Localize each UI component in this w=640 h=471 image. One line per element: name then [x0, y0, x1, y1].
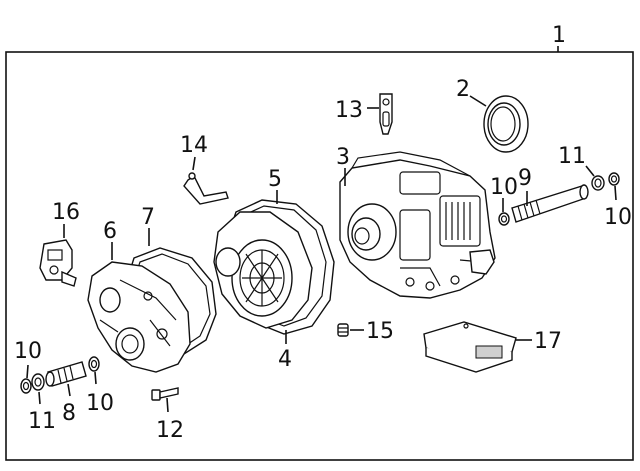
part-11-ring-b[interactable]: [591, 175, 605, 191]
part-2-seal[interactable]: [483, 95, 529, 153]
callout-13: 13: [335, 98, 363, 123]
callout-12: 12: [156, 418, 184, 443]
part-10-washer-d[interactable]: [88, 356, 100, 372]
callout-15: 15: [366, 319, 394, 344]
callout-10a: 10: [490, 175, 518, 200]
part-6-case[interactable]: [87, 261, 191, 373]
callout-10d: 10: [86, 391, 114, 416]
callout-2: 2: [456, 77, 470, 102]
assembly-frame: [5, 51, 634, 461]
leader-14: [192, 156, 196, 171]
part-4-gear-cover[interactable]: [213, 211, 313, 329]
leader-11a: [38, 391, 41, 405]
callout-14: 14: [180, 133, 208, 158]
leader-8: [67, 383, 71, 397]
leader-11b: [585, 165, 595, 177]
callout-10b: 10: [604, 205, 632, 230]
callout-7: 7: [141, 205, 155, 230]
callout-5: 5: [268, 167, 282, 192]
part-12-bolt[interactable]: [151, 387, 179, 401]
callout-3: 3: [336, 145, 350, 170]
part-8-spline-shaft[interactable]: [45, 361, 87, 387]
leader-10d: [94, 371, 97, 385]
callout-1: 1: [552, 23, 566, 48]
part-11-ring-a[interactable]: [31, 373, 45, 391]
callout-11a: 11: [28, 409, 56, 434]
callout-9: 9: [518, 166, 532, 191]
callout-16: 16: [52, 200, 80, 225]
callout-8: 8: [62, 401, 76, 426]
part-3-motor-housing[interactable]: [339, 151, 496, 299]
part-9-shaft[interactable]: [511, 184, 589, 223]
callout-4: 4: [278, 347, 292, 372]
leader-2: [469, 95, 487, 107]
part-14-tube[interactable]: [183, 172, 229, 205]
leader-12: [166, 397, 169, 413]
part-10-washer-a[interactable]: [498, 212, 510, 226]
part-17-control-module[interactable]: [423, 321, 517, 373]
callout-6: 6: [103, 219, 117, 244]
part-10-washer-c[interactable]: [20, 378, 32, 394]
callout-10c: 10: [14, 339, 42, 364]
part-10-washer-b[interactable]: [608, 172, 620, 186]
leader-10c: [26, 364, 29, 379]
part-16-sensor[interactable]: [39, 239, 77, 287]
callout-17: 17: [534, 329, 562, 354]
part-15-plug[interactable]: [337, 323, 349, 337]
callout-11b: 11: [558, 144, 586, 169]
part-13-bracket[interactable]: [379, 93, 393, 135]
leader-10b: [614, 185, 617, 201]
